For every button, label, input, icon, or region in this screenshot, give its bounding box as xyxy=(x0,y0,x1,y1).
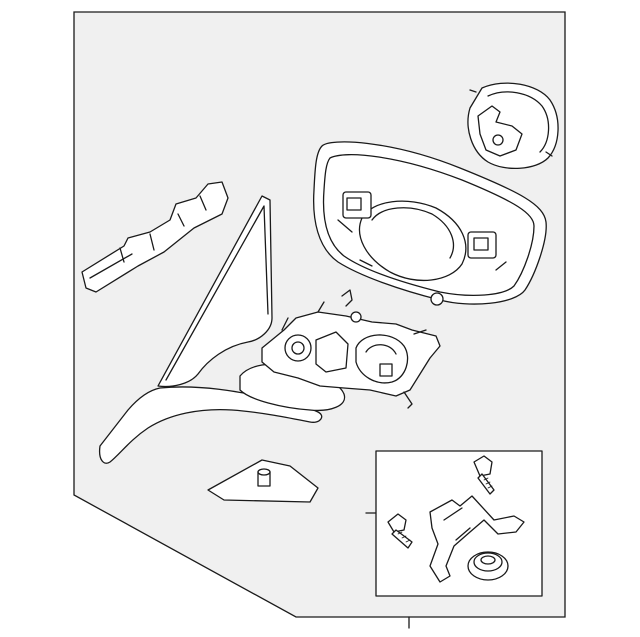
mirror-motor-assembly xyxy=(261,289,441,409)
left-bolt xyxy=(387,513,413,549)
mirror-glass-assembly xyxy=(312,141,547,306)
mounting-gasket xyxy=(207,459,319,503)
upper-bolt xyxy=(473,455,495,495)
grommet xyxy=(467,551,509,581)
hardware-kit xyxy=(387,455,525,583)
trim-bracket xyxy=(81,181,229,293)
mirror-cover xyxy=(467,82,559,170)
retaining-bracket xyxy=(429,495,525,583)
